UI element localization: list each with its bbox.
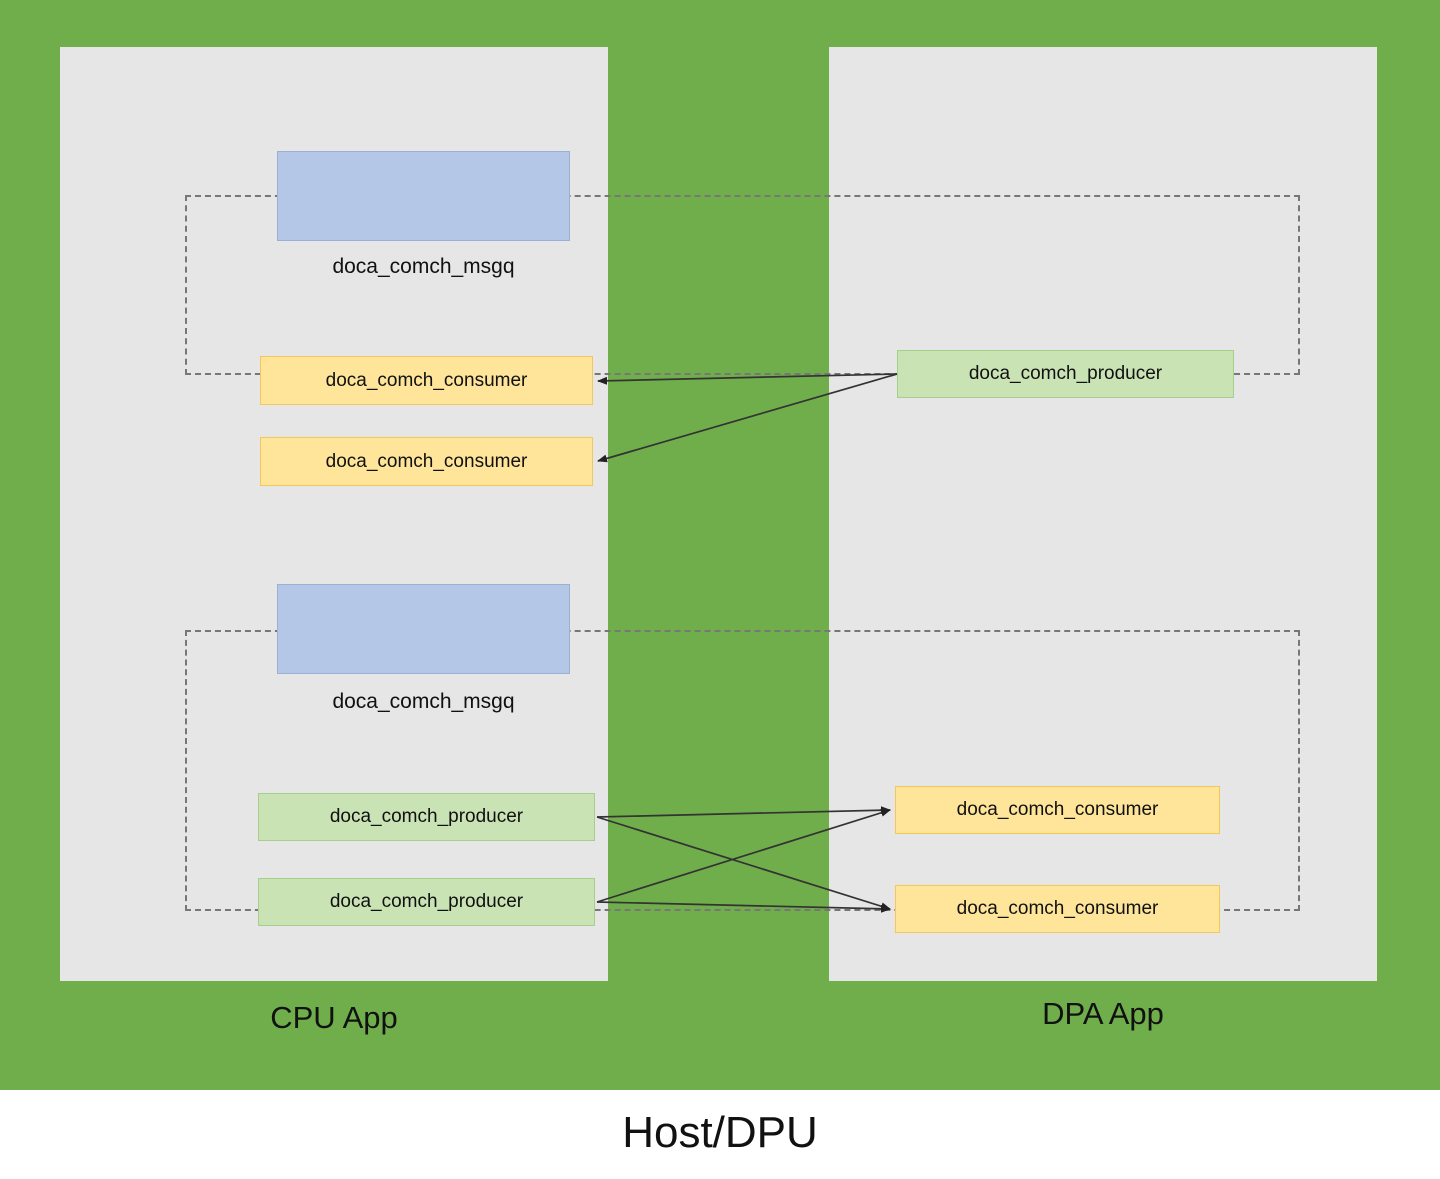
caption-msgq-bottom: doca_comch_msgq	[332, 690, 515, 713]
diagram-title: Host/DPU	[622, 1108, 818, 1157]
node-consumer-top-1[interactable]: doca_comch_consumer	[260, 356, 593, 405]
node-producer-top[interactable]: doca_comch_producer	[897, 350, 1234, 398]
label-cpu-app: CPU App	[270, 1000, 398, 1035]
node-producer-bottom-1[interactable]: doca_comch_producer	[258, 793, 595, 841]
node-msgq-bottom[interactable]	[277, 584, 570, 674]
node-msgq-top[interactable]	[277, 151, 570, 241]
node-consumer-bottom-2[interactable]: doca_comch_consumer	[895, 885, 1220, 933]
label-dpa-app: DPA App	[1042, 996, 1164, 1031]
node-producer-bottom-2[interactable]: doca_comch_producer	[258, 878, 595, 926]
title-strip-background	[0, 1090, 1440, 1179]
caption-msgq-top: doca_comch_msgq	[332, 255, 515, 278]
msgq-group-bottom	[185, 630, 1300, 911]
node-consumer-bottom-1[interactable]: doca_comch_consumer	[895, 786, 1220, 834]
node-consumer-top-2[interactable]: doca_comch_consumer	[260, 437, 593, 486]
